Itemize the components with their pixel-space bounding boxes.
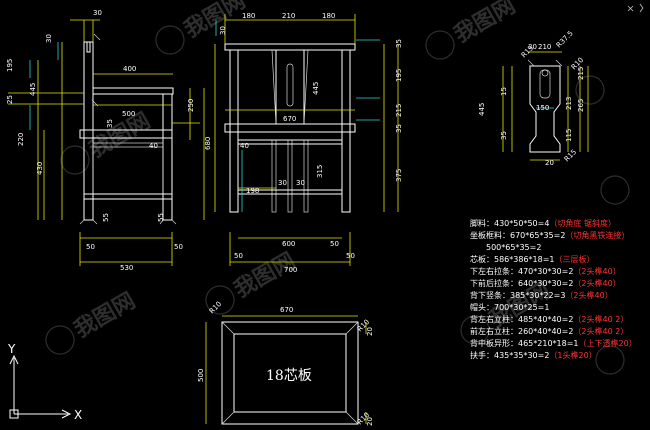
front-view: 180 210 180 30 670 445 40 680 198 30 30 … — [204, 12, 403, 274]
dimension-label: 50 — [234, 252, 243, 260]
dimension-label: 670 — [283, 115, 296, 123]
window-corner-arrows[interactable] — [627, 3, 644, 13]
core-panel-label: 18芯板 — [266, 368, 312, 384]
dimension-label: 50 — [330, 240, 339, 248]
dimension-label: 50 — [346, 252, 355, 260]
dimension-label: 20 — [366, 417, 374, 426]
watermark-text: 我图网 — [70, 288, 140, 343]
dimension-label: 55 — [102, 213, 110, 222]
dimension-label: 195 — [6, 59, 14, 72]
dimension-label: 20 — [545, 159, 554, 167]
dimension-label: 150 — [536, 104, 549, 112]
dimension-label: 15 — [500, 87, 508, 96]
material-list-item: 芯板：586*386*18=1（三层板） — [470, 254, 595, 264]
material-list-item: 脚料：430*50*50=4（切角底 锯斜度） — [470, 218, 616, 228]
material-list-item: 下左右拉条：470*30*30=2（2头榫40） — [470, 266, 621, 276]
dimension-label: 30 — [296, 179, 305, 187]
dimension-label: 430 — [36, 162, 44, 175]
dimension-label: 35 — [106, 119, 114, 128]
dimension-label: 35 — [395, 39, 403, 48]
dimension-label: 210 — [538, 43, 551, 51]
dimension-label: 50 — [174, 243, 183, 251]
watermark-text: 我图网 — [85, 108, 155, 163]
dimension-label: 250 — [187, 99, 195, 112]
dimension-label: 265 — [577, 99, 585, 112]
material-list-item: 前左右立柱：260*40*40=2（2头榫40 2） — [470, 326, 628, 336]
dimension-label: 25 — [6, 95, 14, 104]
dimension-label: 210 — [282, 12, 295, 20]
dimension-label: 500 — [197, 369, 205, 382]
dimension-label: R37.5 — [555, 29, 575, 49]
dimension-label: 40 — [240, 142, 249, 150]
dimension-label: 115 — [565, 129, 573, 142]
dimension-label: 180 — [242, 12, 255, 20]
material-list-item: 下前后拉条：640*30*30=2（2头榫40） — [470, 278, 621, 288]
material-list-item: 扶手：435*35*30=2（1头榫20） — [470, 350, 597, 360]
dimension-label: 530 — [120, 264, 133, 272]
dimension-label: 35 — [500, 131, 508, 140]
material-list-item: 帽头：700*30*25=1 — [470, 302, 549, 312]
dimension-label: 35 — [395, 124, 403, 133]
dimension-label: 30 — [93, 9, 102, 17]
material-list-item: 背中板异形：465*210*18=1（上下透榫20） — [470, 338, 637, 348]
dimension-label: 215 — [395, 104, 403, 117]
dimension-label: 400 — [123, 65, 136, 73]
dimension-label: R10 — [208, 300, 223, 315]
dimension-label: 30 — [219, 26, 227, 35]
dimension-label: 445 — [312, 82, 320, 95]
material-list-item: 背左右立柱：485*40*40=2（2头榫40 2） — [470, 314, 628, 324]
dimension-label: 215 — [577, 67, 585, 80]
watermark-text: 我图网 — [450, 0, 520, 48]
dimension-label: 195 — [395, 69, 403, 82]
bottom-view: 670 500 R10 R10 R10 20 20 18芯板 — [197, 300, 374, 426]
dimension-label: 30 — [45, 34, 53, 43]
materials-list: 脚料：430*50*50=4（切角底 锯斜度） 坐板框料：670*65*35=2… — [470, 218, 637, 360]
dimension-label: 220 — [17, 133, 25, 146]
dimension-label: 500 — [122, 110, 135, 118]
dimension-label: 30 — [528, 43, 537, 51]
detail-view: 30 210 R37.5 R15 R15 R10 445 150 15 213 … — [478, 29, 589, 167]
dimension-label: 445 — [478, 103, 486, 116]
dimension-label: 680 — [204, 137, 212, 150]
dimension-label: 198 — [246, 187, 259, 195]
dimension-label: 700 — [284, 266, 297, 274]
material-list-item: 背下竖条：385*30*22=3（2头榫40） — [470, 290, 613, 300]
side-view: 30 30 400 445 500 250 220 430 55 40 55 5… — [6, 9, 205, 272]
dimension-label: 50 — [86, 243, 95, 251]
dimension-label: R15 — [563, 148, 578, 163]
dimension-label: 20 — [366, 327, 374, 336]
ucs-axis-icon: Y X — [7, 342, 82, 422]
dimension-label: 315 — [316, 165, 324, 178]
dimension-label: 30 — [278, 179, 287, 187]
watermark-text: 我图网 — [180, 0, 250, 43]
axis-label: Y — [7, 342, 16, 356]
dimension-label: 213 — [565, 97, 573, 110]
dimension-label: 375 — [395, 169, 403, 182]
dimension-label: 445 — [29, 83, 37, 96]
dimension-label: 55 — [157, 213, 165, 222]
dimension-label: 600 — [282, 240, 295, 248]
dimension-label: 670 — [280, 306, 293, 314]
dimension-label: 40 — [149, 142, 158, 150]
material-list-item: 坐板框料：670*65*35=2（切角黑铁连接） — [470, 230, 629, 240]
material-list-item: 500*65*35=2 — [470, 243, 541, 252]
axis-label: X — [74, 408, 82, 422]
dimension-label: 180 — [322, 12, 335, 20]
